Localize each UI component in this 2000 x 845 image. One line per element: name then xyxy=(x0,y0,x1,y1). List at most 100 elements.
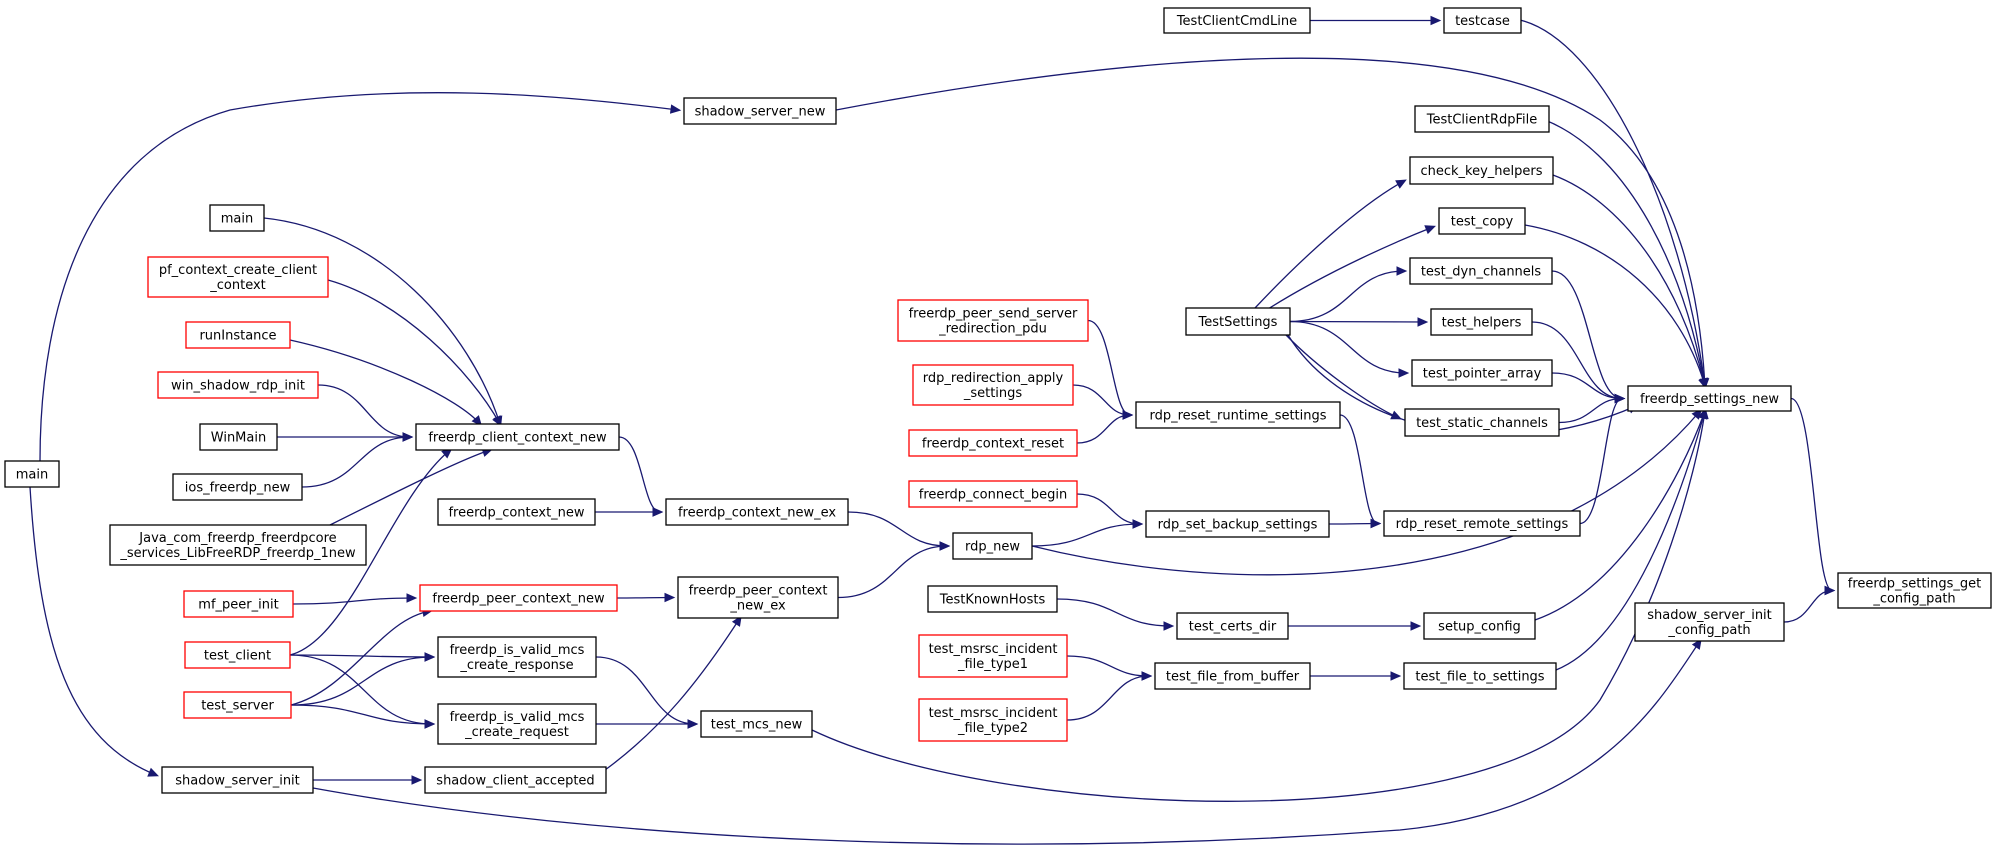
node-msrsc2[interactable]: test_msrsc_incident_file_type2 xyxy=(918,698,1068,742)
arrowhead-testsettings-to-test_dyn xyxy=(1396,266,1408,276)
node-test_server[interactable]: test_server xyxy=(183,691,292,719)
node-context_new[interactable]: freerdp_context_new xyxy=(437,498,596,526)
node-rdp_new[interactable]: rdp_new xyxy=(952,532,1033,560)
node-label: _settings xyxy=(963,386,1023,401)
edge-redir_apply-to-rdp_reset_runtime xyxy=(1072,384,1131,416)
edge-test_server-to-valid_req xyxy=(290,704,433,725)
node-context_reset[interactable]: freerdp_context_reset xyxy=(908,429,1078,457)
node-test_file_from_buffer[interactable]: test_file_from_buffer xyxy=(1154,662,1311,690)
node-valid_resp[interactable]: freerdp_is_valid_mcs_create_response xyxy=(437,636,597,678)
node-label: pf_context_create_client xyxy=(159,263,317,278)
node-java_new[interactable]: Java_com_freerdp_freerdpcore_services_Li… xyxy=(109,524,367,566)
node-label: freerdp_connect_begin xyxy=(919,488,1067,503)
node-label: TestSettings xyxy=(1198,315,1278,330)
node-peer_context_new_ex[interactable]: freerdp_peer_context_new_ex xyxy=(677,576,839,619)
edge-ios_new-to-client_context_new xyxy=(301,436,411,488)
edge-pf_ctx-to-client_context_new xyxy=(327,279,501,425)
node-knownhosts[interactable]: TestKnownHosts xyxy=(927,585,1058,613)
node-shadow_server_init[interactable]: shadow_server_init xyxy=(161,766,314,794)
node-setup_config[interactable]: setup_config xyxy=(1423,612,1536,640)
node-test_pointer[interactable]: test_pointer_array xyxy=(1411,359,1553,387)
node-winmain[interactable]: WinMain xyxy=(199,423,278,451)
node-test_copy[interactable]: test_copy xyxy=(1438,207,1526,235)
node-test_helpers[interactable]: test_helpers xyxy=(1430,308,1533,336)
node-box xyxy=(1409,257,1553,285)
node-peer_send_redir[interactable]: freerdp_peer_send_server_redirection_pdu xyxy=(897,299,1089,342)
node-shadow_init_cfg[interactable]: shadow_server_init_config_path xyxy=(1634,602,1785,642)
node-label: Java_com_freerdp_freerdpcore xyxy=(138,531,336,546)
node-box xyxy=(1409,156,1554,185)
node-testcase[interactable]: testcase xyxy=(1443,7,1522,34)
node-target[interactable]: freerdp_settings_get_config_path xyxy=(1837,572,1992,609)
node-label: _context xyxy=(209,278,266,293)
node-main_b[interactable]: main xyxy=(4,460,60,488)
node-label: test_file_from_buffer xyxy=(1166,670,1300,685)
node-test_file_to_settings[interactable]: test_file_to_settings xyxy=(1403,662,1557,690)
node-shadow_server_new[interactable]: shadow_server_new xyxy=(683,97,837,125)
node-label: test_copy xyxy=(1451,215,1514,230)
arrowhead-rdp_set_backup-to-rdp_reset_remote xyxy=(1370,518,1382,529)
node-label: _new_ex xyxy=(729,599,786,614)
node-mf_peer[interactable]: mf_peer_init xyxy=(183,590,294,618)
arrowhead-context_reset-to-rdp_reset_runtime xyxy=(1122,410,1134,420)
arrowhead-test_file_from_buffer-to-test_file_to_settings xyxy=(1390,671,1402,681)
node-label: _redirection_pdu xyxy=(938,322,1047,337)
edge-context_new_ex-to-rdp_new xyxy=(847,511,948,547)
edge-test_pointer-to-settings_new xyxy=(1551,372,1623,400)
node-check_key[interactable]: check_key_helpers xyxy=(1409,156,1554,185)
node-box xyxy=(1627,385,1792,412)
edge-rdpfile-to-settings_new xyxy=(1544,119,1706,387)
node-context_new_ex[interactable]: freerdp_context_new_ex xyxy=(665,498,849,526)
node-rdp_reset_runtime[interactable]: rdp_reset_runtime_settings xyxy=(1135,401,1341,429)
node-msrsc1[interactable]: test_msrsc_incident_file_type1 xyxy=(918,634,1068,678)
node-test_mcs_new[interactable]: test_mcs_new xyxy=(700,710,813,738)
node-box xyxy=(665,498,849,526)
node-box xyxy=(183,590,294,618)
node-label: setup_config xyxy=(1438,620,1521,635)
node-cmdline[interactable]: TestClientCmdLine xyxy=(1163,7,1311,34)
node-box xyxy=(700,710,813,738)
node-testsettings[interactable]: TestSettings xyxy=(1185,307,1291,336)
node-client_context_new[interactable]: freerdp_client_context_new xyxy=(415,423,620,451)
edge-mf_peer-to-peer_context_new xyxy=(292,597,415,605)
node-rdp_set_backup[interactable]: rdp_set_backup_settings xyxy=(1145,510,1330,538)
node-rdpfile[interactable]: TestClientRdpFile xyxy=(1414,105,1550,133)
edge-settings_new-to-target xyxy=(1790,397,1833,592)
node-label: TestKnownHosts xyxy=(939,593,1046,608)
arrowhead-shadow_server_init-to-shadow_client_accepted xyxy=(411,775,423,785)
node-connect_begin[interactable]: freerdp_connect_begin xyxy=(908,480,1078,508)
node-test_certs_dir[interactable]: test_certs_dir xyxy=(1176,612,1289,640)
node-win_shadow[interactable]: win_shadow_rdp_init xyxy=(157,371,319,399)
node-runinstance[interactable]: runInstance xyxy=(185,321,291,349)
node-valid_req[interactable]: freerdp_is_valid_mcs_create_request xyxy=(437,703,597,745)
node-label: win_shadow_rdp_init xyxy=(171,379,305,394)
node-label: _create_response xyxy=(459,658,573,673)
arrowhead-test_certs_dir-to-setup_config xyxy=(1410,621,1422,631)
node-label: _create_request xyxy=(464,725,569,740)
arrowhead-mf_peer-to-peer_context_new xyxy=(406,593,418,603)
edge-peer_context_new-to-peer_context_new_ex xyxy=(616,596,673,599)
node-label: rdp_reset_remote_settings xyxy=(1396,517,1569,532)
node-settings_new[interactable]: freerdp_settings_new xyxy=(1627,385,1792,412)
node-shadow_client_accepted[interactable]: shadow_client_accepted xyxy=(424,766,607,794)
edge-test_client-to-client_context_new xyxy=(289,449,451,656)
node-pf_ctx[interactable]: pf_context_create_client_context xyxy=(147,256,329,298)
node-box xyxy=(424,766,607,794)
node-box xyxy=(1837,572,1992,609)
arrowhead-knownhosts-to-test_certs_dir xyxy=(1163,621,1175,631)
node-label: freerdp_peer_context_new xyxy=(432,592,605,607)
node-test_client[interactable]: test_client xyxy=(184,641,291,669)
node-test_dyn[interactable]: test_dyn_channels xyxy=(1409,257,1553,285)
node-redir_apply[interactable]: rdp_redirection_apply_settings xyxy=(912,364,1074,406)
node-main_a[interactable]: main xyxy=(209,204,265,232)
edge-knownhosts-to-test_certs_dir xyxy=(1056,598,1172,627)
node-ios_new[interactable]: ios_freerdp_new xyxy=(172,473,303,501)
node-peer_context_new[interactable]: freerdp_peer_context_new xyxy=(419,584,618,612)
node-box xyxy=(415,423,620,451)
node-box xyxy=(1423,612,1536,640)
node-test_static[interactable]: test_static_channels xyxy=(1404,408,1560,437)
node-rdp_reset_remote[interactable]: rdp_reset_remote_settings xyxy=(1383,510,1581,537)
node-label: test_helpers xyxy=(1442,316,1522,331)
edge-test_mcs_new-to-settings_new xyxy=(811,410,1706,802)
